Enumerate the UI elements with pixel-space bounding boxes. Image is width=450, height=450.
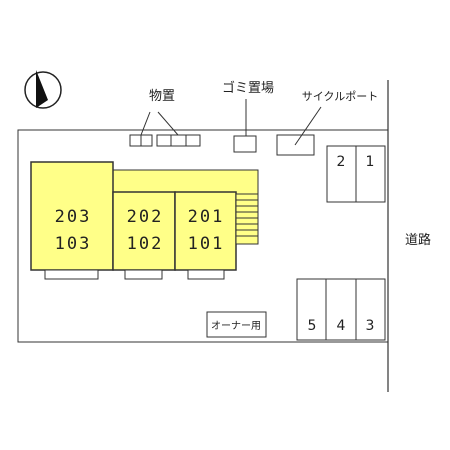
storage-sheds	[129, 111, 201, 147]
parking-space-3: 3	[366, 318, 375, 334]
garbage-area	[233, 135, 257, 153]
road-label: 道路	[405, 232, 431, 248]
bike-port-leader-line	[294, 106, 322, 146]
unit-103: 103	[55, 234, 92, 254]
balcony-right	[187, 269, 225, 280]
unit-101: 101	[188, 234, 225, 254]
parking-space-1: 1	[366, 154, 375, 170]
parking-bottom	[296, 278, 386, 341]
unit-202: 202	[127, 207, 164, 227]
balcony-left	[44, 269, 99, 280]
unit-201: 201	[188, 207, 225, 227]
storage-label: 物置	[149, 89, 175, 104]
parking-space-5: 5	[308, 318, 317, 334]
bike-port-label: サイクルポート	[302, 90, 378, 103]
building-corridor	[112, 169, 259, 195]
building	[30, 161, 259, 280]
stairs	[235, 193, 259, 245]
north-arrow-icon	[24, 70, 62, 109]
unit-block-right	[174, 191, 237, 271]
balcony-middle	[124, 269, 163, 280]
parking-space-2: 2	[337, 154, 346, 170]
unit-102: 102	[127, 234, 164, 254]
owner-parking	[206, 311, 267, 338]
unit-block-middle	[112, 191, 176, 271]
parking-space-4: 4	[337, 318, 346, 334]
parking-top	[326, 145, 386, 203]
garbage-label: ゴミ置場	[222, 80, 274, 96]
unit-block-left	[30, 161, 114, 271]
unit-203: 203	[55, 207, 92, 227]
owner-parking-label: オーナー用	[211, 320, 261, 332]
